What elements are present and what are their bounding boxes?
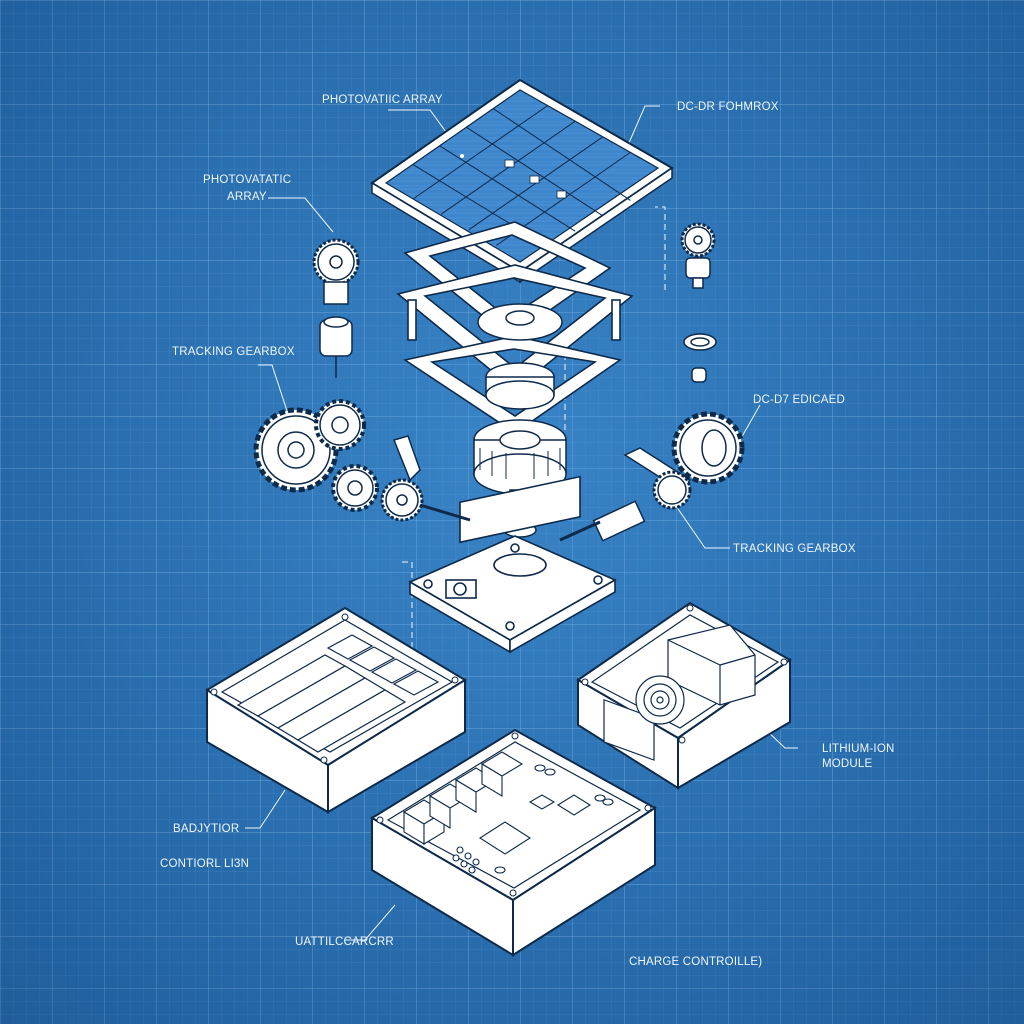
label-charge-controller: CHARGE CONTROILLE) bbox=[629, 956, 763, 968]
mounting-frames bbox=[396, 221, 634, 434]
label-lithium-ion-2: MODULE bbox=[822, 758, 873, 770]
label-controller: CONTIORL LI3N bbox=[160, 858, 250, 870]
label-photovoltaic-array-top: PHOTOVATIIC ARRAY bbox=[322, 94, 443, 106]
charge-controller-enclosure bbox=[370, 728, 657, 957]
label-battery-controller-bottom: UATTILCCARCRR bbox=[295, 936, 394, 948]
label-photovoltaic-array-left-2: ARRAY bbox=[227, 191, 267, 203]
label-dc-dr-enclosure-top: DC-DR FOHMROX bbox=[677, 101, 779, 113]
lithium-ion-enclosure bbox=[576, 601, 792, 790]
label-dc-dc-right: DC-D7 EDICAED bbox=[753, 394, 846, 406]
right-gear-train bbox=[559, 222, 745, 542]
leader-lines bbox=[245, 105, 798, 941]
label-lithium-ion-1: LITHIUM-ION bbox=[822, 743, 895, 755]
marker-square bbox=[529, 175, 540, 184]
label-tracking-gearbox-left: TRACKING GEARBOX bbox=[172, 346, 295, 358]
battery-enclosure bbox=[205, 606, 467, 814]
label-photovoltaic-array-left-1: PHOTOVATATIC bbox=[203, 174, 292, 186]
marker-square bbox=[504, 159, 515, 168]
base-plate bbox=[408, 475, 617, 654]
left-gear-train bbox=[253, 238, 471, 522]
label-battery: BADJYTIOR bbox=[173, 823, 240, 835]
label-tracking-gearbox-right: TRACKING GEARBOX bbox=[733, 543, 856, 555]
marker-square bbox=[556, 190, 567, 199]
